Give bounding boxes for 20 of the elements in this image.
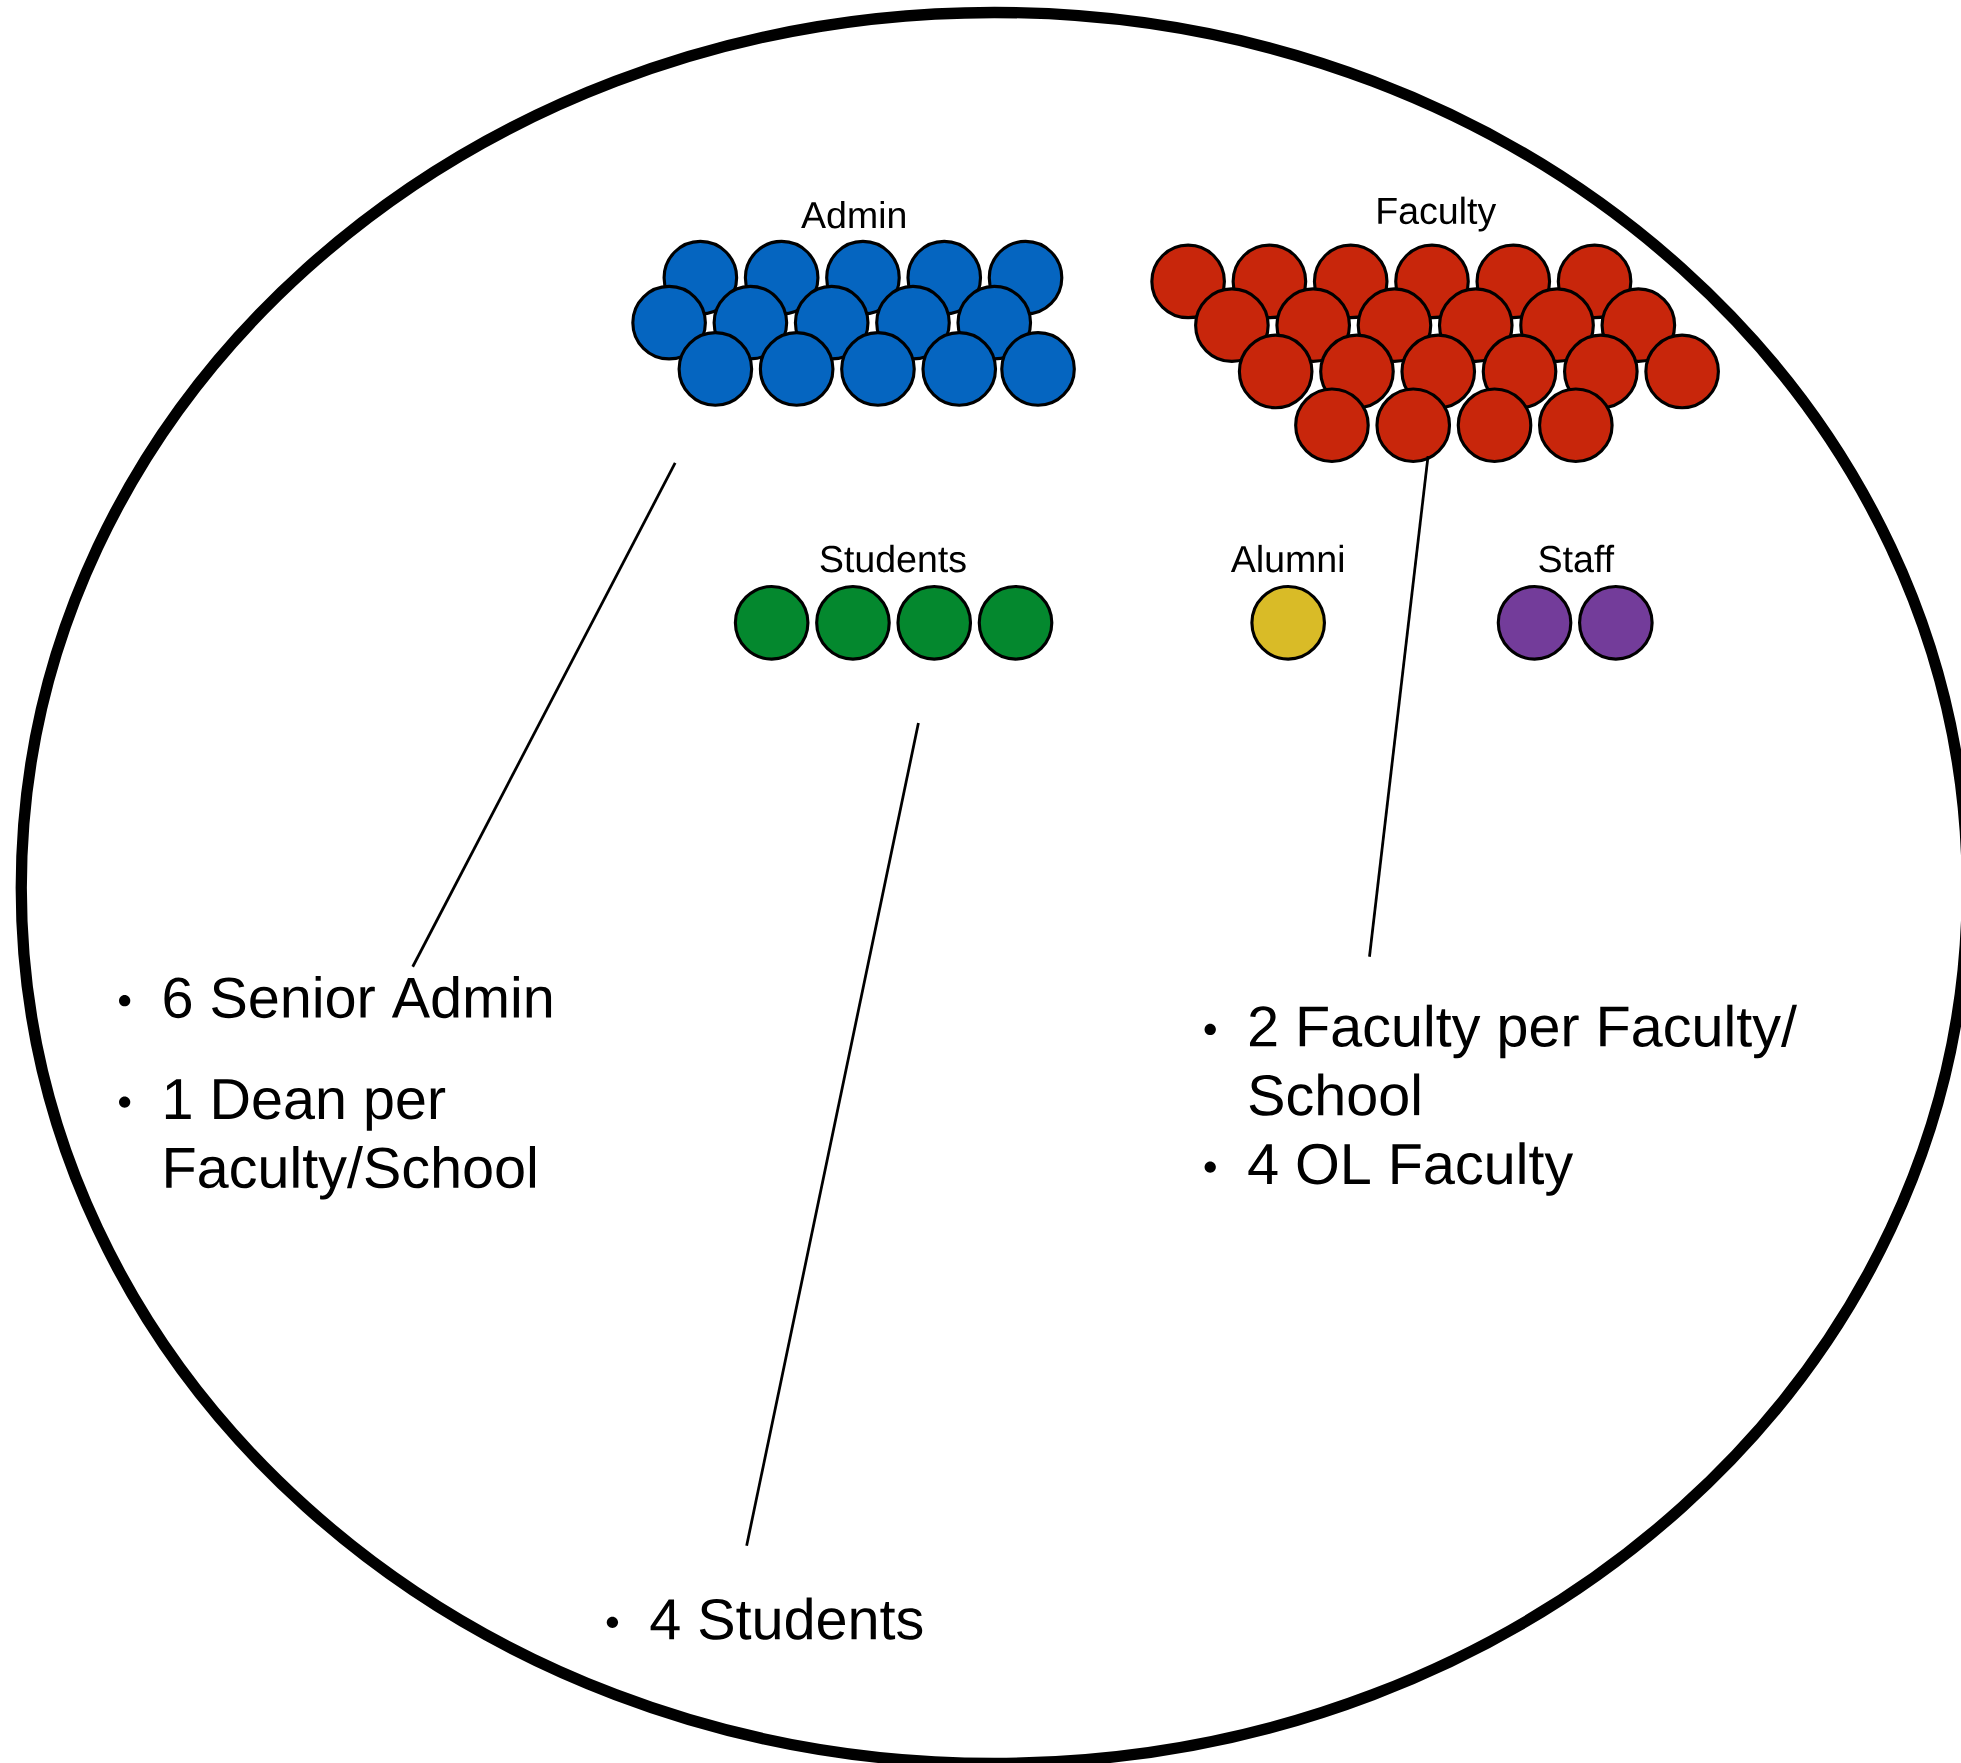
leader-line xyxy=(411,462,677,968)
circle-cluster: Students xyxy=(733,544,1054,661)
node-label: Staff xyxy=(1539,544,1615,573)
bullet-list: 6 Senior Admin 1 Dean per Faculty/School xyxy=(119,975,552,1200)
circle-cluster: Staff xyxy=(1496,544,1654,661)
node-label: 4 OL Faculty xyxy=(1248,1142,1574,1196)
node-label: Admin xyxy=(801,200,905,229)
circle-cluster: Alumni xyxy=(1230,544,1343,661)
leader-line xyxy=(1368,455,1430,957)
node-label: 2 Faculty per Faculty/ School xyxy=(1249,1004,1797,1116)
circle-cluster: Faculty xyxy=(1150,196,1720,463)
node-label: Alumni xyxy=(1230,544,1343,573)
node-label: Students xyxy=(820,544,966,573)
bullet-list: 4 Students xyxy=(606,1597,923,1640)
bullet-list: 2 Faculty per Faculty/ School 4 OL Faculty xyxy=(1204,1004,1797,1196)
leader-line xyxy=(745,722,920,1546)
node-label: 6 Senior Admin xyxy=(164,975,552,1018)
circle-cluster: Admin xyxy=(631,200,1076,407)
node-label: 1 Dean per Faculty/School xyxy=(165,1079,535,1200)
node-label: Faculty xyxy=(1378,196,1497,232)
